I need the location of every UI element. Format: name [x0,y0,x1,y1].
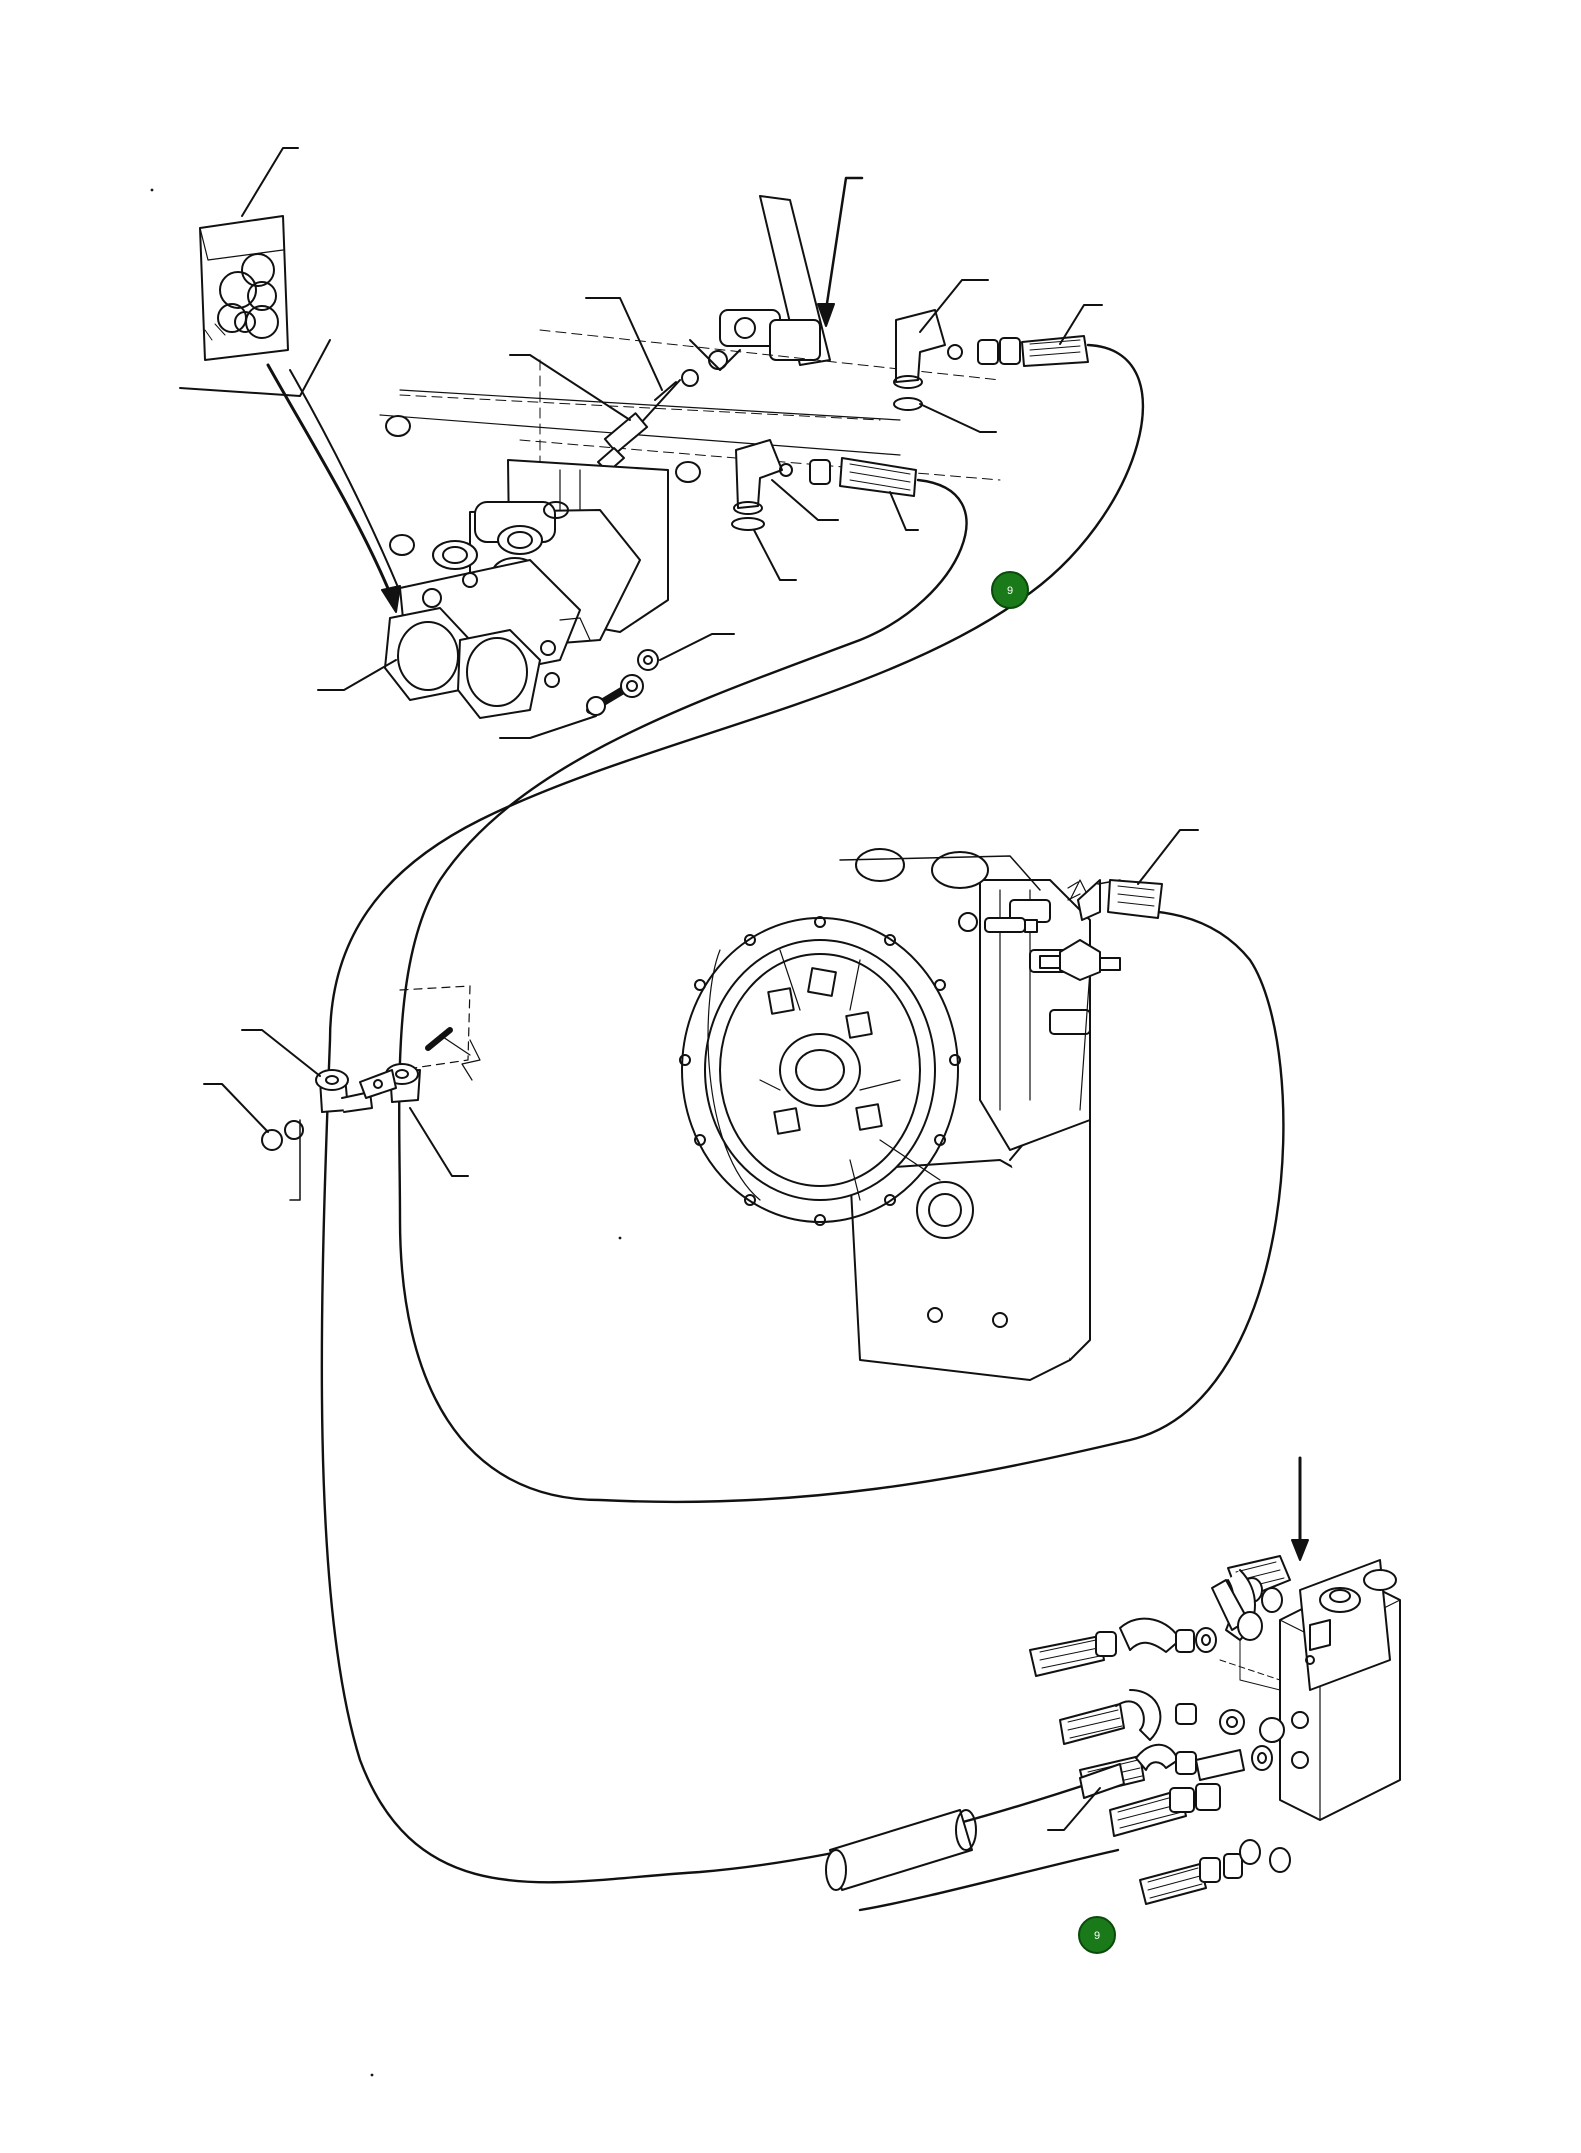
transmission-housing-icon [679,848,1091,1381]
leader-line-transmission-hose [1137,829,1199,885]
stray-dots [150,188,622,2077]
leader-line-oring-lower [753,529,797,581]
elbow-fitting-upper-icon [893,309,1089,411]
leader-line-pump-outlet [317,659,397,691]
solenoid-valve-block-icon [1219,1559,1401,1821]
leader-line-elbow-lower [771,479,839,521]
valve-fittings-row-2 [1029,1617,1217,1677]
hose-line-c [858,1848,1120,1912]
valve-fittings-row-1 [1211,1555,1291,1641]
leader-line-hose-upper [1059,304,1103,345]
hydraulic-pump-icon [384,459,669,719]
valve-fittings-row-6 [1139,1839,1291,1905]
arrow-seal-kit-to-pump [266,363,394,600]
leader-line-oring-upper [919,403,997,433]
pressure-sensor-icon [597,379,681,473]
leader-line-bolt [499,715,597,739]
leader-line-sensor-a [585,297,663,391]
elbow-fitting-lower-icon [731,439,917,531]
bracket-line-seal-kit [179,339,331,397]
callout-label: 9 [1007,585,1013,597]
hose-end-fitting [1079,1763,1125,1799]
callout-badge: 9 [991,571,1029,609]
callout-label: 9 [1094,1930,1100,1942]
leader-line-seal-kit [241,147,299,217]
seal-kit-bag-icon [199,215,289,361]
protective-sleeve-icon [825,1809,977,1891]
leader-line-sensor-b [509,354,631,421]
leader-line-bracket [824,176,864,312]
hose-line-b [397,478,1285,1504]
small-nuts-top [385,350,728,556]
hose-clamp-assembly-icon [261,985,481,1201]
leader-line-elbow-upper [919,279,989,333]
valve-fittings-row-5 [1109,1783,1221,1837]
leader-line-clamp-upper [241,1029,321,1077]
leader-line-hose-lower [889,491,919,531]
transmission-fittings [958,879,1163,981]
callout-badge: 9 [1078,1916,1116,1954]
leader-line-nut [203,1083,269,1133]
pump-bolts [586,649,659,716]
leader-line-valve-hose [1047,1787,1101,1831]
reference-lines-solid [379,389,901,456]
leader-line-clamp-lower [409,1107,469,1177]
valve-fittings-row-3 [1059,1689,1285,1745]
handle-bracket-icon [689,195,831,371]
leader-line-washer [659,633,735,661]
